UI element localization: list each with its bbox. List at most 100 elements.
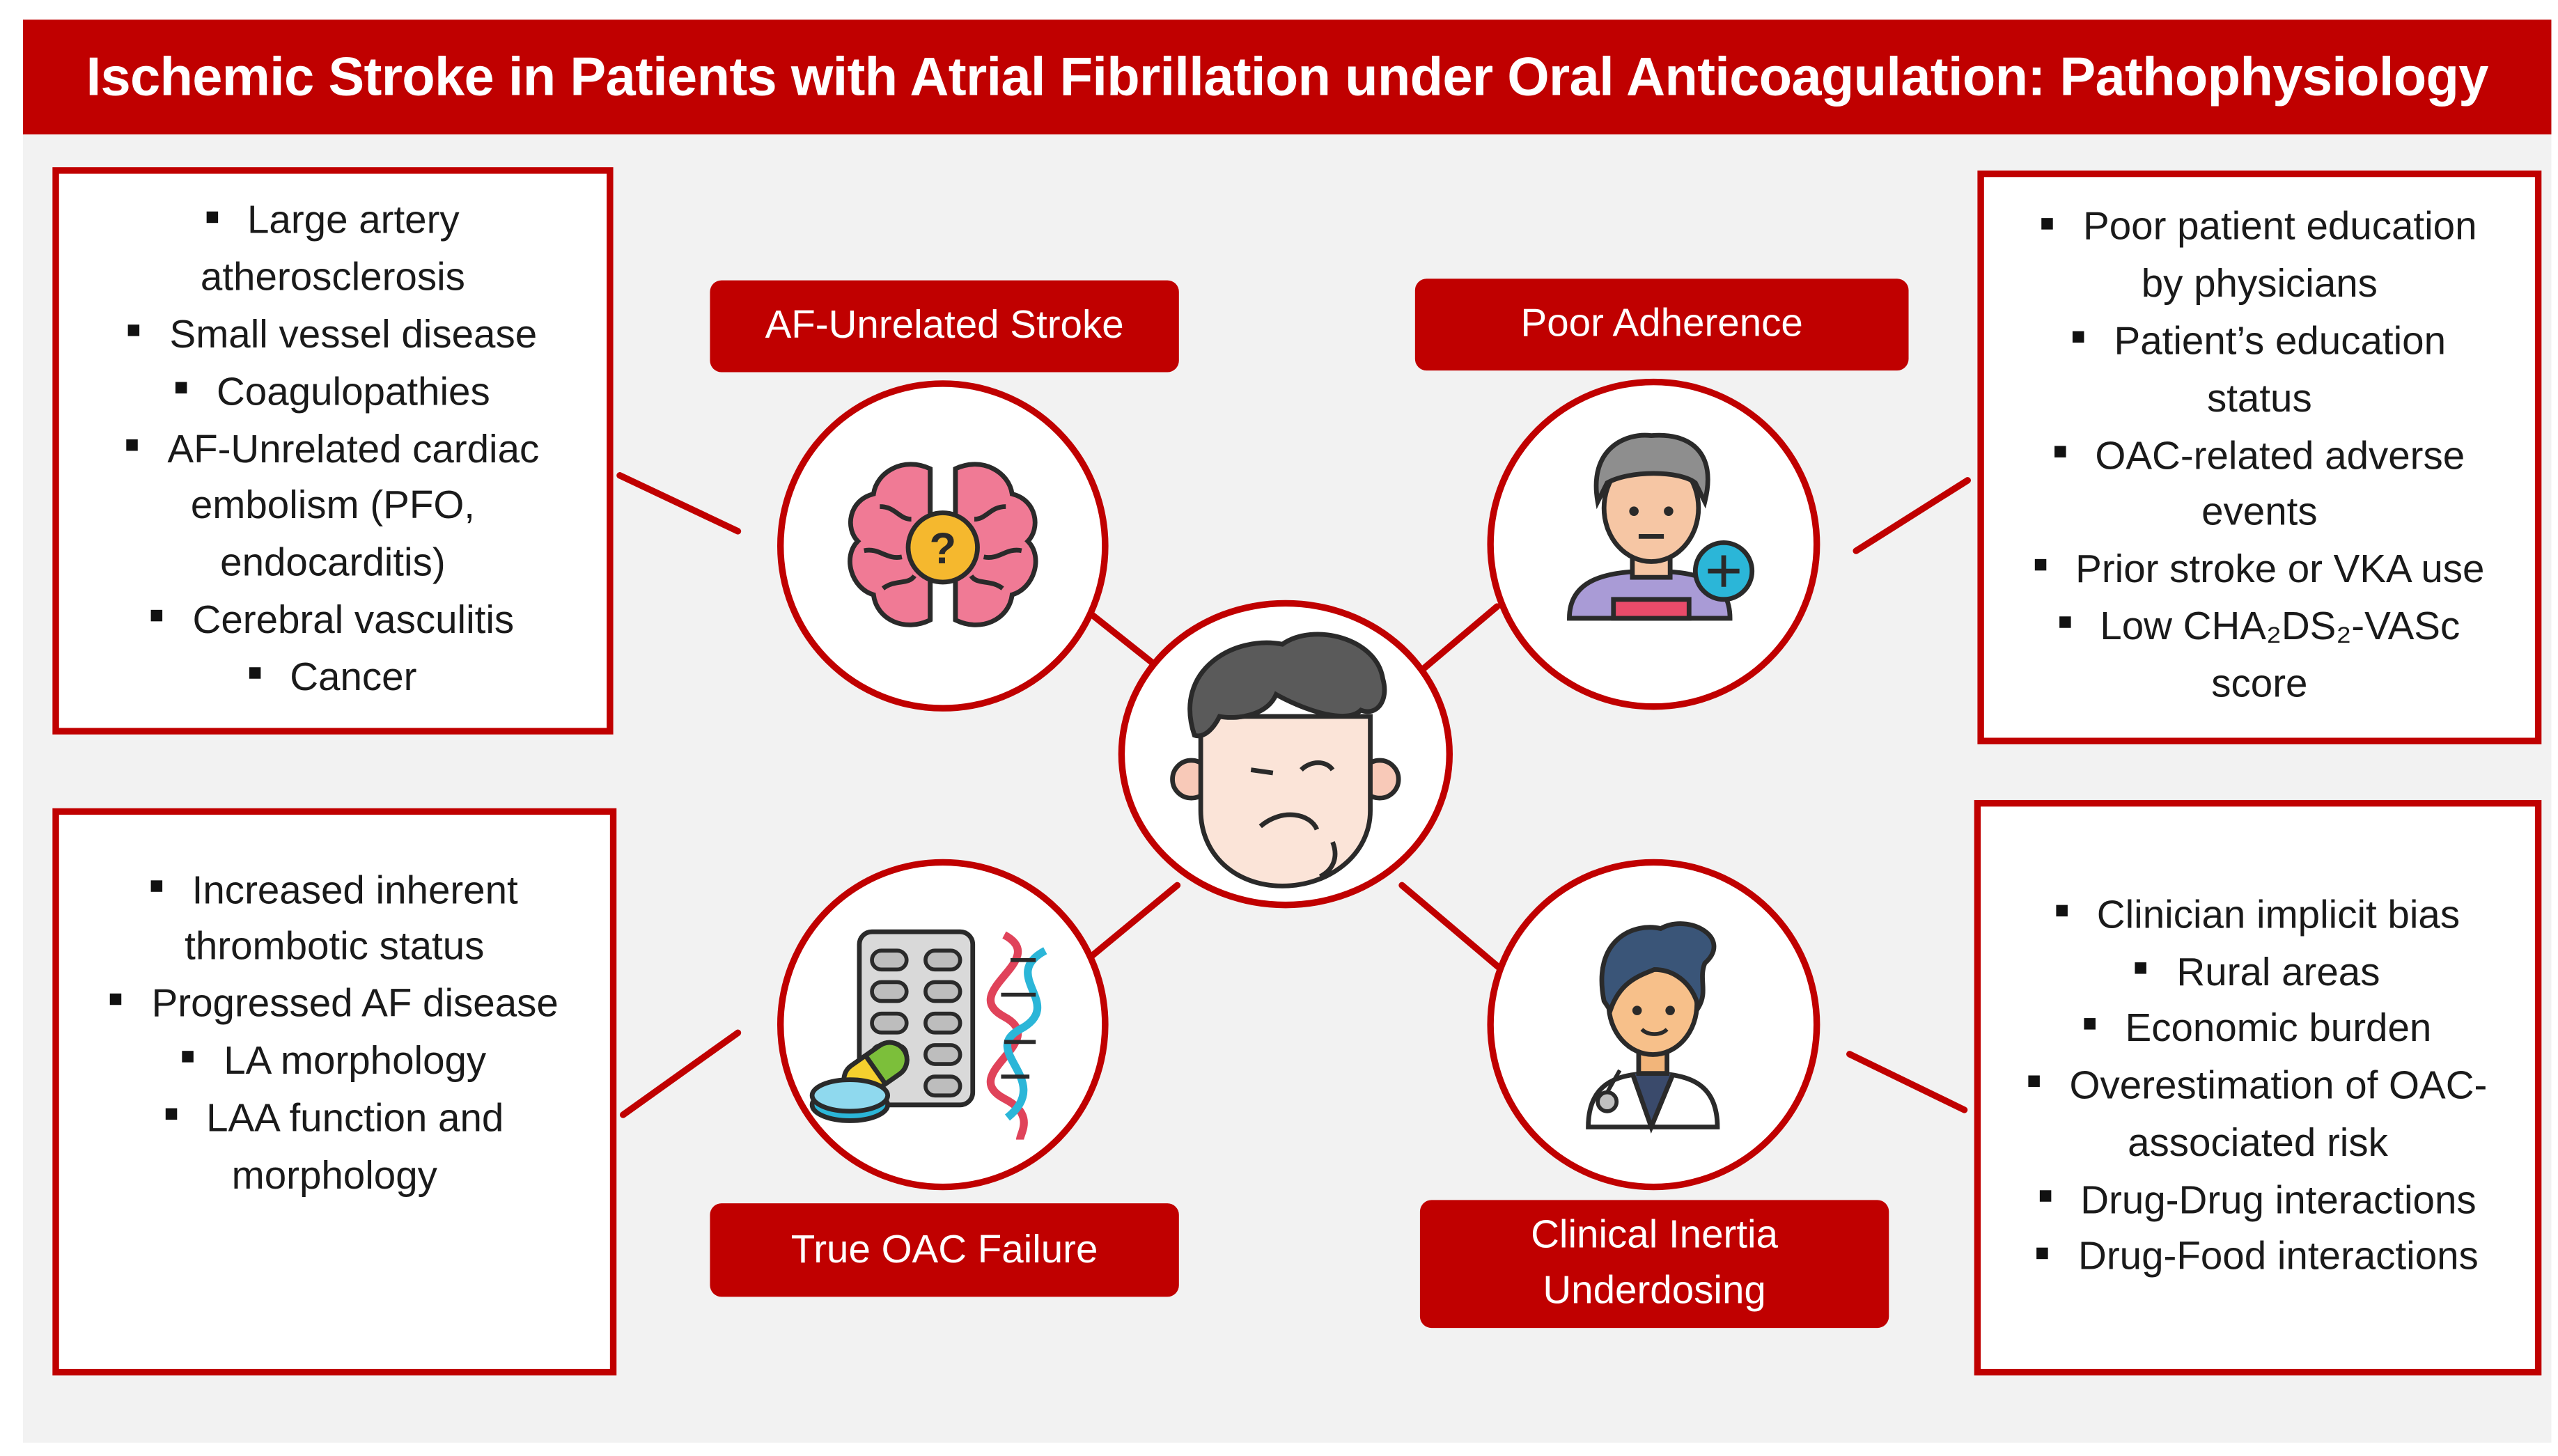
list-item-text: events (2201, 490, 2318, 535)
list-item: Progressed AF disease (110, 978, 559, 1035)
bullet-icon (151, 610, 164, 622)
list-item-text: associated risk (2128, 1121, 2388, 1166)
list-item: Low CHA₂DS₂-VASc (2034, 600, 2484, 657)
af-unrelated-circle: ? (777, 380, 1109, 712)
label-af-unrelated-text: AF-Unrelated Stroke (765, 303, 1124, 348)
list-item: Rural areas (2029, 945, 2488, 1002)
list-item: OAC-related adverse (2034, 429, 2484, 486)
bullet-icon (2084, 1019, 2096, 1031)
list-item-text: Overestimation of OAC- (2069, 1064, 2488, 1109)
list-item-text: by physicians (2141, 263, 2378, 307)
list-item-text: AF-Unrelated cardiac (167, 427, 540, 472)
list-item-text: status (2206, 377, 2312, 421)
list-item-text: OAC-related adverse (2095, 433, 2465, 478)
list-item-text: morphology (231, 1153, 437, 1198)
list-item-text: thrombotic status (185, 925, 485, 970)
list-item-text: LAA function and (206, 1096, 504, 1141)
bullet-icon (249, 667, 260, 679)
list-item-text: Large artery (247, 198, 460, 244)
list-item-continuation: morphology (111, 1148, 559, 1205)
bullet-icon (206, 210, 218, 223)
confused-face-icon (1170, 632, 1401, 889)
label-clinical-inertia-line2: Underdosing (1543, 1269, 1766, 1313)
list-item-continuation: thrombotic status (111, 921, 559, 978)
list-item: Patient’s education (2034, 315, 2484, 372)
bullet-icon (2042, 217, 2054, 229)
list-item-text: score (2211, 662, 2308, 707)
bullet-icon (2028, 1076, 2041, 1088)
patient-plus-icon (1567, 432, 1755, 621)
list-item: LAA function and (111, 1092, 559, 1149)
list-item: Small vessel disease (127, 308, 540, 366)
list-item-continuation: status (2034, 372, 2484, 429)
svg-text:?: ? (929, 524, 956, 573)
list-item-continuation: endocarditis) (127, 536, 540, 593)
bullet-icon (110, 994, 123, 1006)
list-item-continuation: embolism (PFO, (127, 479, 540, 536)
list-item: Large artery (127, 194, 540, 251)
label-true-oac-failure-text: True OAC Failure (790, 1227, 1098, 1271)
connector-center-bottom-right (1398, 882, 1502, 971)
list-item: LA morphology (111, 1035, 559, 1092)
page-title: Ischemic Stroke in Patients with Atrial … (86, 45, 2489, 107)
label-poor-adherence: Poor Adherence (1414, 279, 1909, 371)
poor-adherence-circle (1487, 378, 1820, 710)
bullet-icon (150, 879, 163, 892)
bullet-icon (2039, 1189, 2051, 1202)
bullet-icon (2034, 559, 2046, 572)
label-af-unrelated-stroke: AF-Unrelated Stroke (710, 280, 1179, 373)
connector-center-top-right (1419, 603, 1501, 673)
label-poor-adherence-text: Poor Adherence (1520, 302, 1803, 346)
connector-bottom-left-box (619, 1029, 742, 1118)
list-item-text: Cancer (290, 655, 417, 700)
bullet-icon (126, 439, 139, 451)
center-circle (1118, 600, 1453, 909)
list-item-text: Low CHA₂DS₂-VASc (2100, 604, 2460, 650)
list-item: Drug-Drug interactions (2029, 1173, 2488, 1230)
bullet-icon (2073, 331, 2085, 343)
bullet-icon (2054, 445, 2066, 457)
list-item-continuation: atherosclerosis (127, 251, 540, 308)
list-item: Poor patient education (2034, 201, 2484, 258)
bullet-icon (2037, 1246, 2049, 1259)
list-item: AF-Unrelated cardiac (126, 422, 540, 479)
brain-question-icon: ? (848, 462, 1038, 627)
pills-dna-icon (809, 929, 1047, 1141)
label-true-oac-failure: True OAC Failure (710, 1203, 1179, 1297)
bullet-icon (2135, 962, 2148, 973)
bullet-icon (2055, 905, 2068, 916)
connector-bottom-right-box (1846, 1051, 1968, 1113)
list-item-text: Patient’s education (2114, 320, 2447, 364)
list-item-text: Poor patient education (2083, 205, 2477, 250)
bullet-icon (182, 1051, 194, 1063)
list-item-text: LA morphology (224, 1039, 487, 1084)
list-item-continuation: events (2034, 486, 2484, 543)
label-clinical-inertia: Clinical Inertia Underdosing (1419, 1200, 1889, 1329)
doctor-icon (1586, 921, 1720, 1134)
list-item-continuation: by physicians (2034, 258, 2484, 315)
list-item-text: Progressed AF disease (151, 982, 559, 1027)
list-item-text: atherosclerosis (200, 256, 465, 301)
connector-top-left-box (616, 472, 742, 535)
list-item-text: Cerebral vasculitis (192, 598, 515, 643)
list-item-text: Rural areas (2176, 950, 2380, 994)
title-banner: Ischemic Stroke in Patients with Atrial … (22, 19, 2552, 135)
list-item-text: Drug-Drug interactions (2080, 1178, 2477, 1223)
list-item-continuation: score (2034, 657, 2484, 714)
bullet-icon (176, 382, 187, 393)
list-item: Clinician implicit bias (2029, 888, 2488, 945)
list-item-text: Small vessel disease (169, 313, 538, 358)
list-item: Increased inherent (111, 863, 559, 921)
connector-center-bottom-left (1089, 882, 1181, 960)
list-item: Coagulopathies (127, 366, 540, 423)
list-item-text: Drug-Food interactions (2078, 1235, 2479, 1280)
bullet-icon (165, 1108, 177, 1120)
clinical-inertia-circle (1487, 859, 1820, 1191)
connector-top-right-box (1853, 477, 1971, 554)
